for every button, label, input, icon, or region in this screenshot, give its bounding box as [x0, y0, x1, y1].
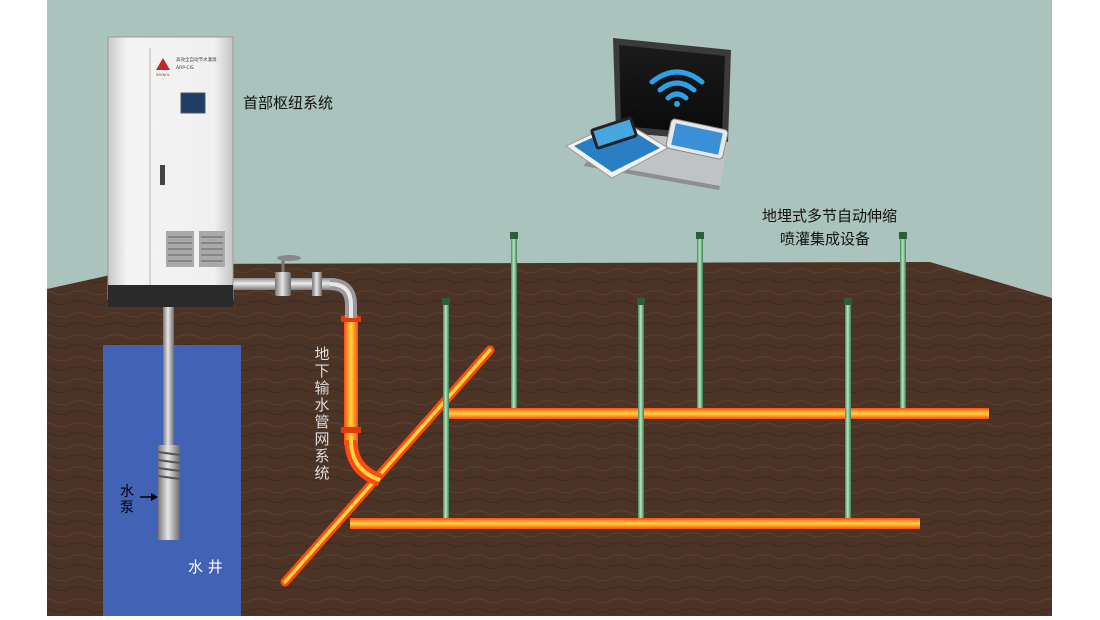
underground-riser-pipe — [341, 315, 383, 487]
sprinkler-riser — [696, 232, 704, 408]
control-cabinet — [107, 36, 234, 307]
cabinet-brand: RAYNOL — [156, 73, 170, 77]
valve-icon — [277, 255, 301, 272]
lateral-pipe-lower — [350, 518, 920, 529]
cabinet-title: 高效全自动节水灌溉 — [176, 56, 217, 63]
sprinkler-riser — [637, 298, 645, 518]
smartphone-icon — [665, 118, 729, 160]
sprinkler-riser — [844, 298, 852, 518]
cabinet-model: ARP-CIS — [176, 65, 194, 71]
sprinkler-riser — [510, 232, 518, 408]
pump-label: 水泵 — [120, 484, 134, 516]
sprinkler-label-line2: 喷灌集成设备 — [780, 230, 871, 248]
cabinet-vent-left — [166, 231, 194, 267]
cabinet-display — [180, 92, 206, 114]
well-label: 水 井 — [188, 558, 223, 576]
sprinkler-label-line1: 地埋式多节自动伸缩 — [762, 207, 898, 225]
sprinkler-riser — [899, 232, 907, 408]
main-supply-pipe — [280, 345, 495, 587]
water-pump — [157, 445, 181, 540]
cabinet-logo-icon — [156, 58, 170, 70]
sprinkler-riser — [442, 298, 450, 518]
outlet-pipe — [230, 272, 357, 318]
control-station-label: 首部枢纽系统 — [243, 94, 334, 112]
pump-shaft — [163, 300, 174, 450]
arrow-right-icon — [140, 493, 158, 501]
smartphone-icon — [590, 116, 638, 150]
pipe-network-label: 地下输水管网系统 — [314, 345, 330, 482]
cabinet-vent-right — [199, 231, 225, 267]
lateral-pipe-upper — [445, 408, 989, 419]
wifi-icon — [649, 69, 705, 107]
